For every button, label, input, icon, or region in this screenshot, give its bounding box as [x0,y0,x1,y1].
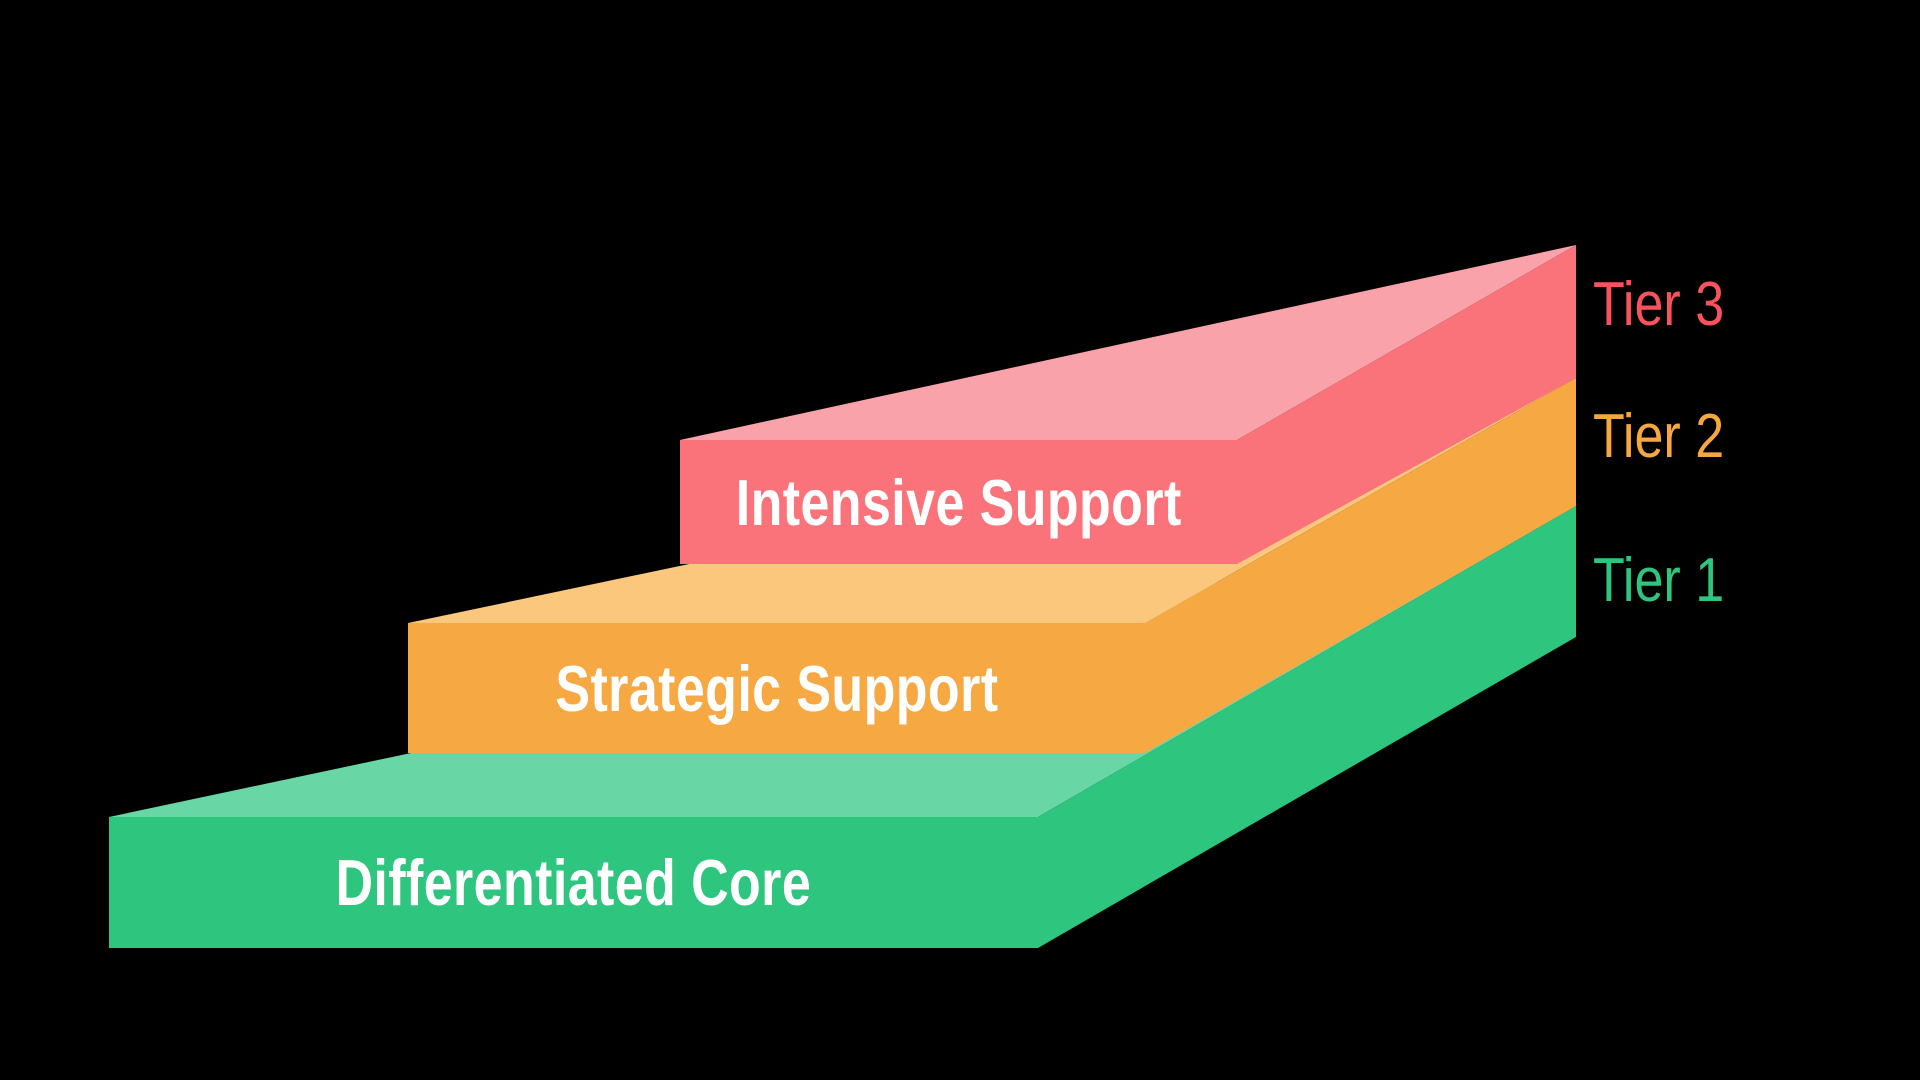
tier1-front-and-side-face [109,506,1576,948]
tier3-top-face [680,245,1576,440]
tier2-front-and-side-face [408,378,1576,753]
tier3-front-and-side-face [680,245,1576,564]
